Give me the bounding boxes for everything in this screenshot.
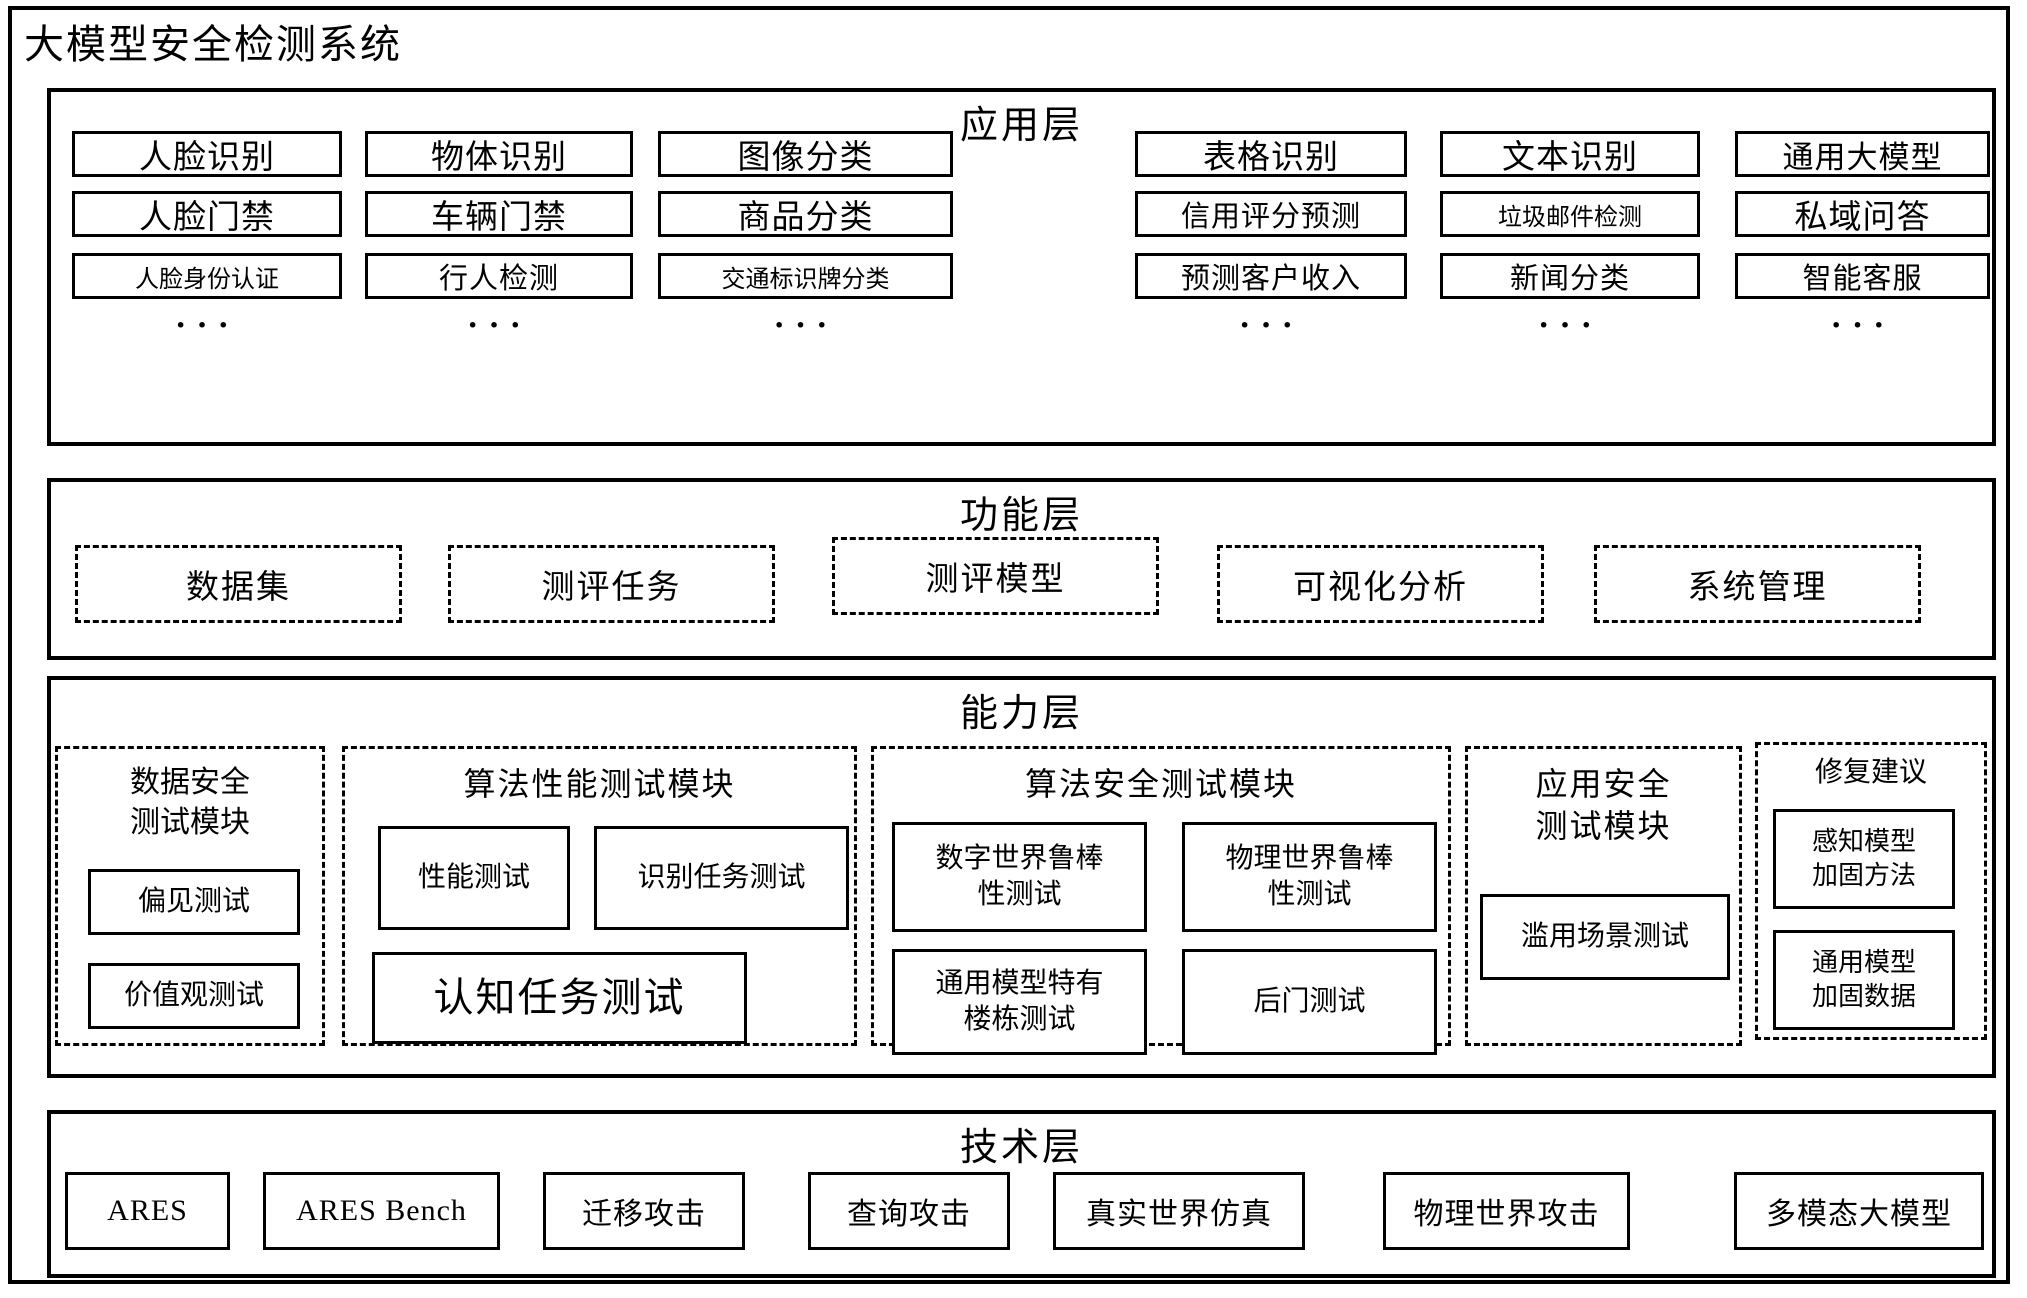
app-box: 行人检测: [365, 253, 633, 299]
app-box: 人脸门禁: [72, 191, 342, 237]
module-title: 算法性能测试模块: [463, 766, 736, 802]
app-box: 新闻分类: [1440, 253, 1700, 299]
app-box: 信用评分预测: [1135, 191, 1407, 237]
capability-box: 通用模型特有 楼栋测试: [892, 949, 1147, 1055]
capability-box: 滥用场景测试: [1480, 894, 1730, 980]
capability-box: 感知模型 加固方法: [1773, 809, 1955, 909]
app-box: 人脸识别: [72, 131, 342, 177]
function-box: 数据集: [75, 545, 402, 623]
capability-layer: 能力层 数据安全 测试模块 偏见测试 价值观测试 算法性能测试模块 性能测试 识…: [47, 676, 1996, 1078]
function-box: 可视化分析: [1217, 545, 1544, 623]
ellipsis-dots: ···: [1238, 307, 1304, 344]
technology-layer: 技术层 ARES ARES Bench 迁移攻击 查询攻击 真实世界仿真 物理世…: [47, 1110, 1996, 1278]
function-layer-label: 功能层: [959, 495, 1083, 537]
capability-box: 通用模型 加固数据: [1773, 930, 1955, 1030]
capability-module: 算法安全测试模块 数字世界鲁棒 性测试 物理世界鲁棒 性测试 通用模型特有 楼栋…: [871, 746, 1451, 1055]
capability-box: 后门测试: [1182, 949, 1437, 1055]
app-box: 人脸身份认证: [72, 253, 342, 299]
app-box: 图像分类: [658, 131, 953, 177]
module-title: 算法安全测试模块: [1024, 766, 1297, 802]
capability-box: 性能测试: [378, 826, 570, 930]
app-box: 垃圾邮件检测: [1440, 191, 1700, 237]
ellipsis-dots: ···: [466, 307, 532, 344]
function-layer: 功能层 数据集 测评任务 测评模型 可视化分析 系统管理: [47, 478, 1996, 660]
app-box: 私域问答: [1735, 191, 1990, 237]
module-title: 数据安全 测试模块: [130, 766, 250, 839]
capability-module: 算法性能测试模块 性能测试 识别任务测试 认知任务测试: [342, 746, 857, 1046]
capability-module: 应用安全 测试模块 滥用场景测试: [1465, 746, 1742, 1046]
app-box: 智能客服: [1735, 253, 1990, 299]
capability-box: 物理世界鲁棒 性测试: [1182, 822, 1437, 932]
capability-box: 认知任务测试: [372, 952, 747, 1044]
capability-box: 识别任务测试: [594, 826, 849, 930]
ellipsis-dots: ···: [174, 307, 240, 344]
capability-box: 数字世界鲁棒 性测试: [892, 822, 1147, 932]
ellipsis-dots: ···: [773, 307, 838, 344]
app-box: 通用大模型: [1735, 131, 1990, 177]
module-title: 应用安全 测试模块: [1535, 766, 1672, 845]
capability-module: 数据安全 测试模块 偏见测试 价值观测试: [55, 746, 325, 1046]
tech-box: 物理世界攻击: [1383, 1172, 1630, 1250]
app-box: 物体识别: [365, 131, 633, 177]
app-box: 车辆门禁: [365, 191, 633, 237]
function-box: 测评任务: [448, 545, 775, 623]
capability-box: 偏见测试: [88, 869, 300, 935]
app-box: 表格识别: [1135, 131, 1407, 177]
module-title: 修复建议: [1814, 757, 1927, 788]
function-box: 系统管理: [1594, 545, 1921, 623]
app-box: 预测客户收入: [1135, 253, 1407, 299]
capability-box: 价值观测试: [88, 963, 300, 1029]
capability-layer-label: 能力层: [959, 693, 1083, 735]
diagram-title: 大模型安全检测系统: [24, 22, 402, 67]
app-box: 交通标识牌分类: [658, 253, 953, 299]
tech-box: ARES Bench: [263, 1172, 500, 1250]
technology-layer-label: 技术层: [959, 1127, 1083, 1169]
tech-box: ARES: [65, 1172, 230, 1250]
function-box: 测评模型: [832, 537, 1159, 615]
capability-module: 修复建议 感知模型 加固方法 通用模型 加固数据: [1755, 742, 1987, 1040]
app-box: 商品分类: [658, 191, 953, 237]
app-box: 文本识别: [1440, 131, 1700, 177]
tech-box: 多模态大模型: [1734, 1172, 1984, 1250]
tech-box: 真实世界仿真: [1053, 1172, 1305, 1250]
ellipsis-dots: ···: [1830, 307, 1895, 344]
tech-box: 迁移攻击: [543, 1172, 745, 1250]
application-layer: 应用层 人脸识别 人脸门禁 人脸身份认证 ··· 物体识别 车辆门禁 行人检测 …: [47, 88, 1996, 446]
ellipsis-dots: ···: [1537, 307, 1603, 344]
outer-border: [8, 6, 2010, 1284]
application-layer-label: 应用层: [959, 105, 1083, 147]
tech-box: 查询攻击: [808, 1172, 1010, 1250]
